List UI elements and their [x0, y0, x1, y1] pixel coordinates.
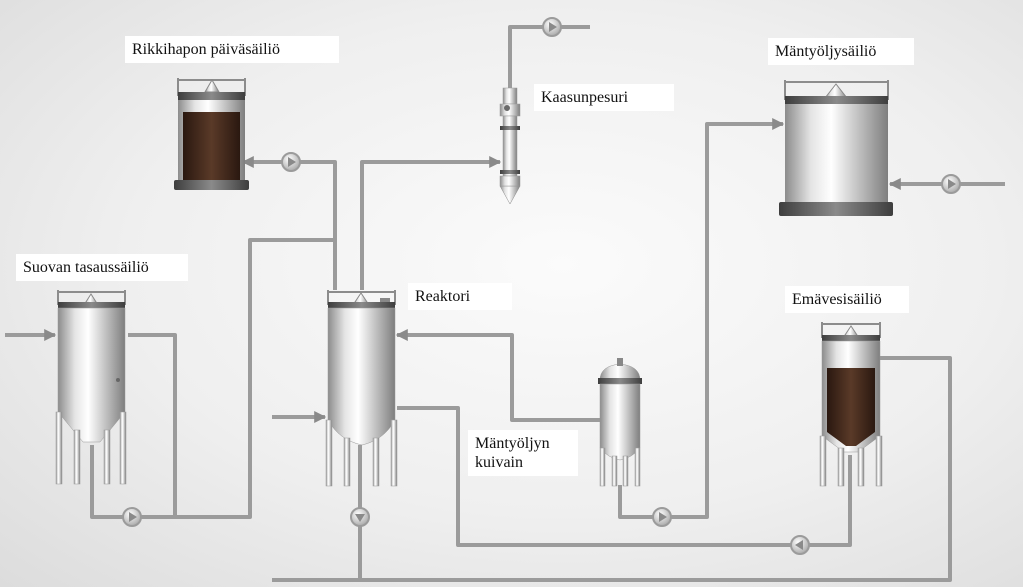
- pump-icon: [350, 507, 370, 527]
- label-tall-oil-dryer: Mäntyöljyn kuivain: [468, 430, 578, 476]
- soap-tank: [55, 290, 127, 485]
- reactor: [325, 290, 398, 487]
- mother-liquor-tank: [819, 322, 883, 487]
- pipe-reactor-recycle: [397, 406, 852, 547]
- label-gas-scrubber: Kaasunpesuri: [534, 84, 674, 111]
- label-soap-tank: Suovan tasaussäiliö: [16, 254, 188, 281]
- label-mother-liquor-tank: Emävesisäiliö: [785, 286, 909, 313]
- pumps: [122, 17, 961, 555]
- pipe-soap-recycle: [128, 333, 177, 517]
- label-tall-oil-tank: Mäntyöljysäiliö: [768, 38, 914, 65]
- pipe-dryer-to-reactor: [395, 329, 600, 422]
- pump-icon: [941, 174, 961, 194]
- pipe-scrubber-vent: [508, 25, 590, 92]
- pipe-mother-liquor: [272, 356, 952, 582]
- pump-icon: [122, 507, 142, 527]
- sulfuric-acid-tank: [174, 78, 249, 190]
- pipe-acid-to-reactor: [241, 156, 337, 290]
- pipe-reactor-to-scrubber: [360, 156, 502, 290]
- pump-icon: [652, 507, 672, 527]
- pump-icon: [790, 535, 810, 555]
- label-sulfuric-acid-tank: Rikkihapon päiväsäiliö: [125, 36, 339, 63]
- label-reactor: Reaktori: [408, 283, 512, 310]
- tall-oil-dryer: [598, 358, 642, 487]
- label-tall-oil-dryer-line1: Mäntyöljyn: [475, 435, 550, 452]
- pump-icon: [281, 152, 301, 172]
- label-tall-oil-dryer-line2: kuivain: [475, 454, 523, 471]
- pump-icon: [542, 17, 562, 37]
- tall-oil-tank: [779, 80, 893, 216]
- pipe-soap-outlet: [90, 238, 335, 519]
- pipe-dryer-to-tank: [618, 118, 785, 519]
- gas-scrubber: [499, 87, 521, 205]
